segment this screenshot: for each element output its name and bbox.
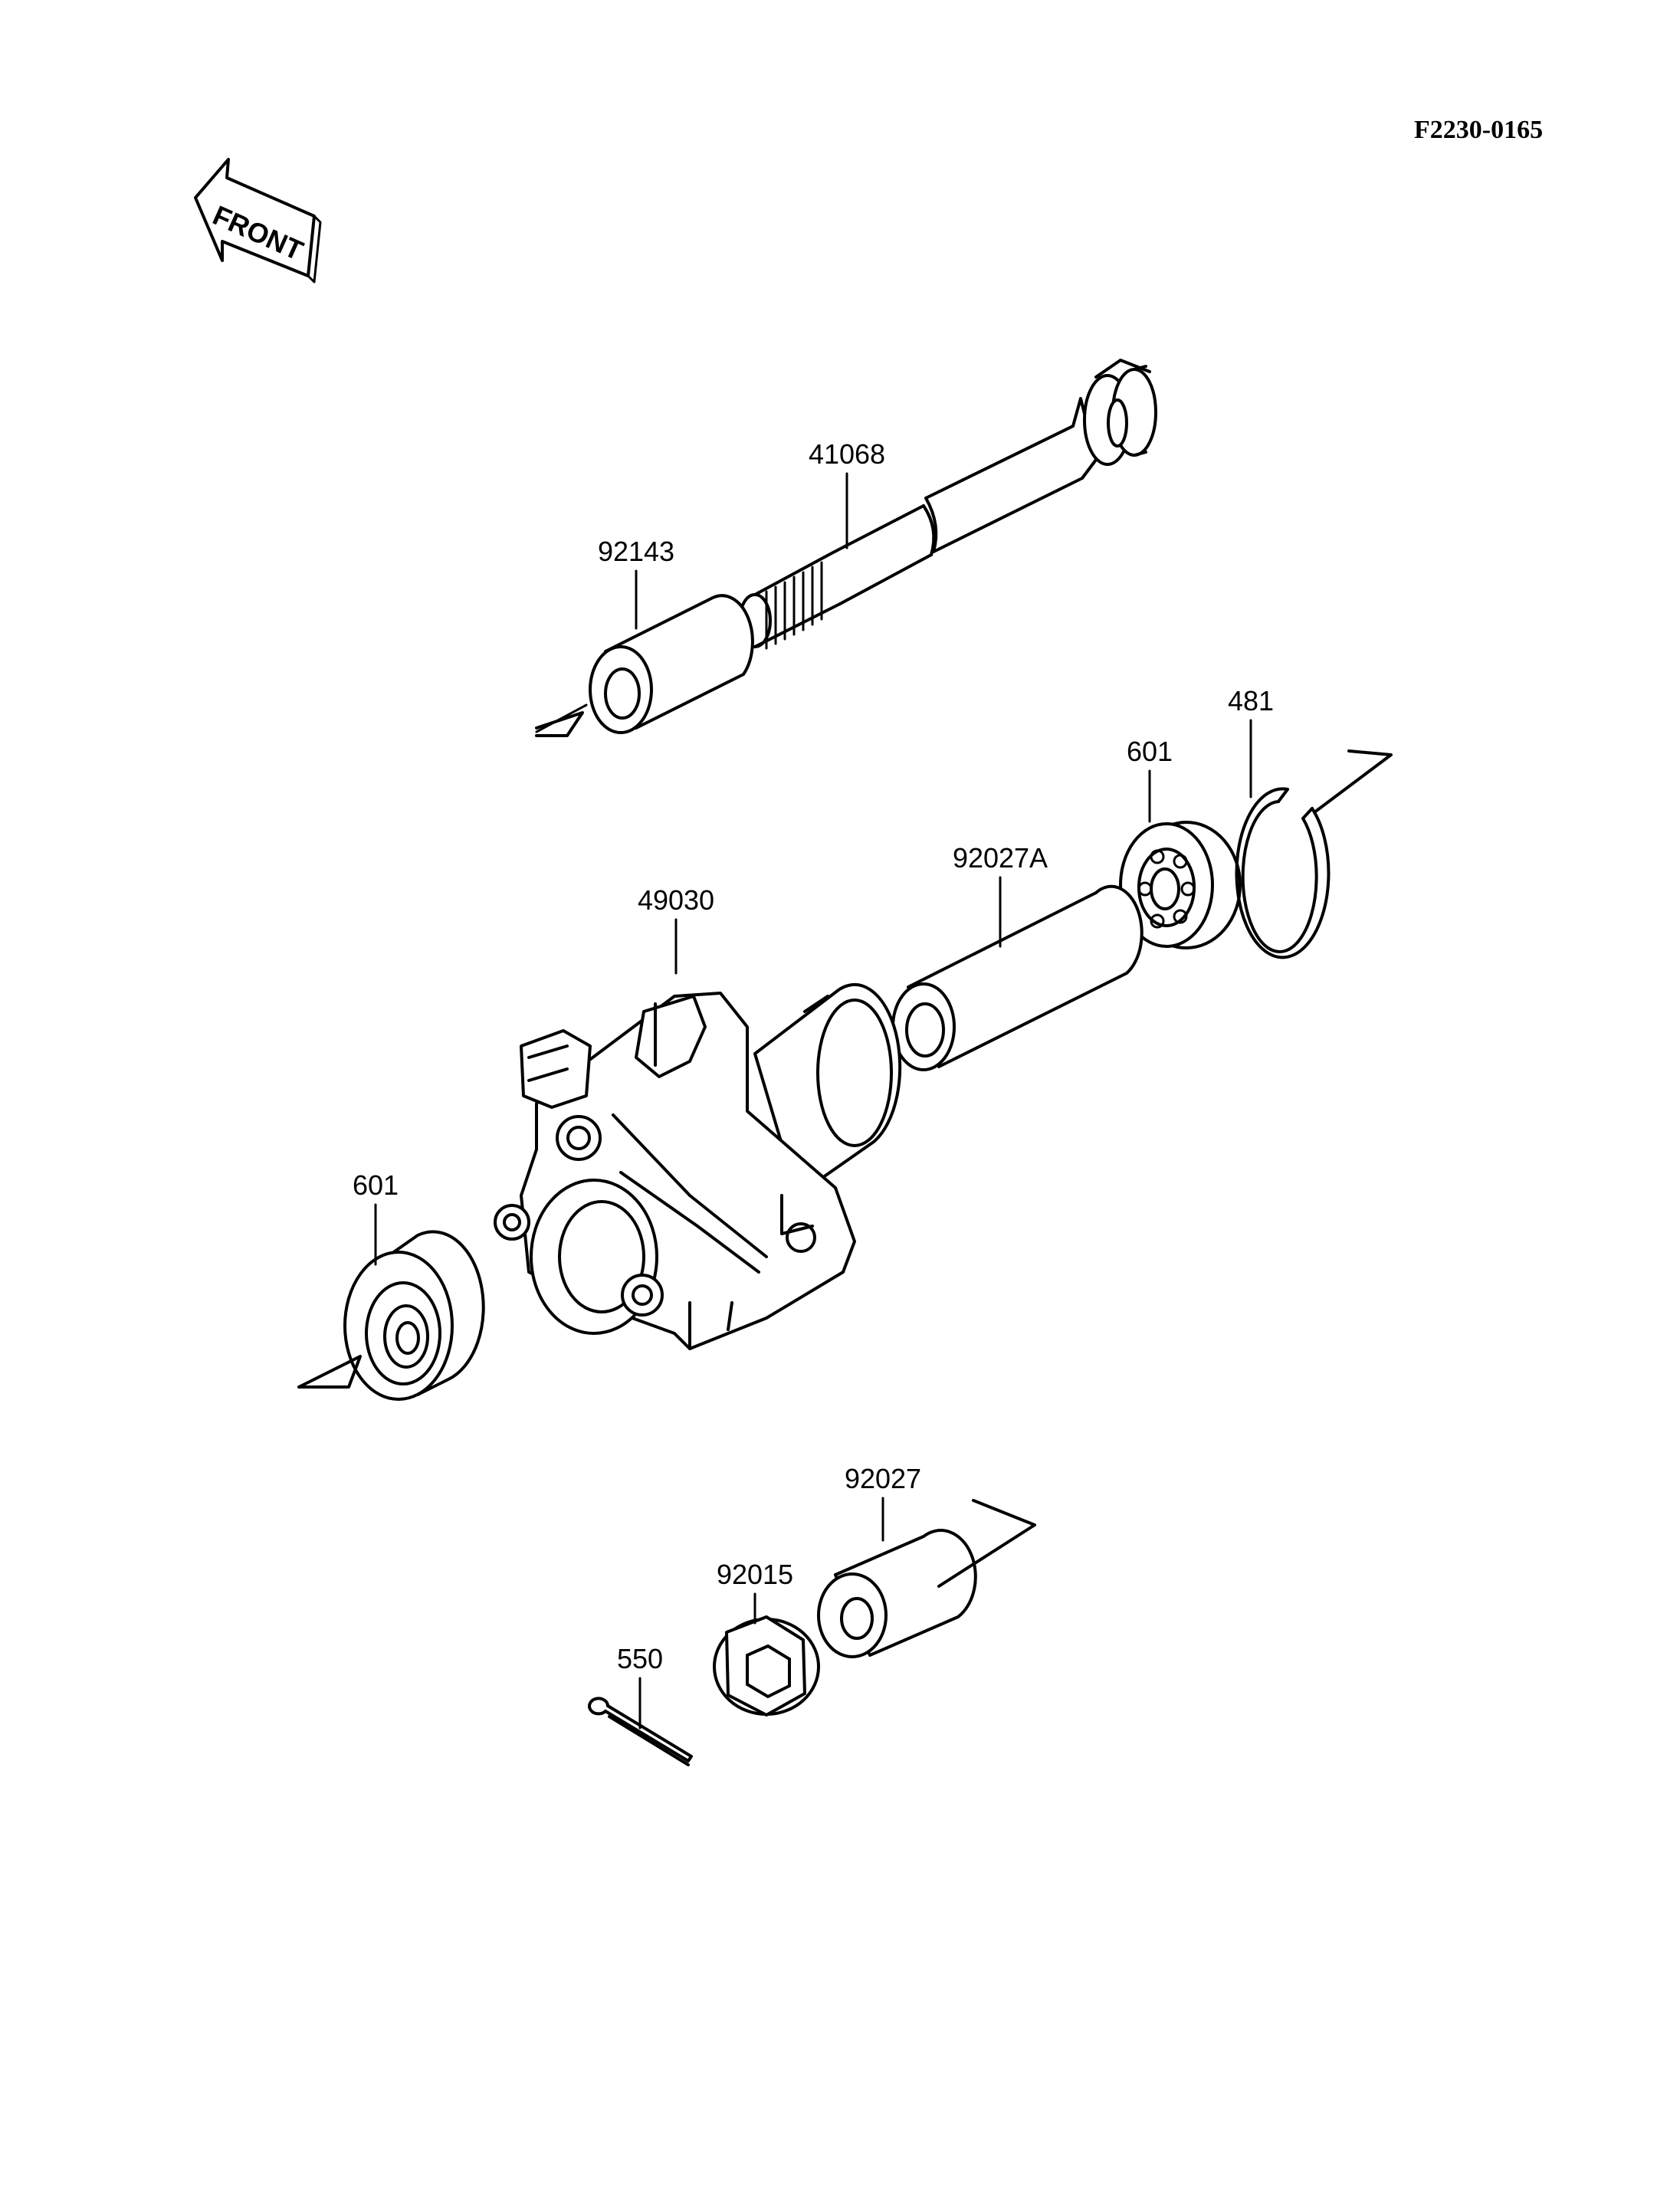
- spacer-92027A: [891, 884, 1144, 1071]
- label-92027: 92027: [845, 1463, 921, 1494]
- bearing-601-lower: [343, 1230, 485, 1401]
- label-601-lower: 601: [353, 1169, 399, 1201]
- label-481: 481: [1228, 685, 1274, 716]
- label-41068: 41068: [809, 438, 885, 470]
- spacer-92027: [817, 1529, 977, 1658]
- circlip-481: [1235, 787, 1331, 959]
- axle-bolt-41068: [738, 359, 1157, 650]
- label-601-upper: 601: [1127, 736, 1173, 767]
- nut-92015: [713, 1615, 820, 1717]
- front-arrow-icon: FRONT: [194, 158, 322, 284]
- collar-92143: [589, 594, 754, 734]
- bearing-601-upper: [1119, 821, 1242, 949]
- label-92143: 92143: [598, 536, 674, 567]
- leader-lines: [374, 472, 1252, 1730]
- label-92015: 92015: [717, 1559, 793, 1590]
- label-49030: 49030: [638, 884, 714, 916]
- label-550: 550: [617, 1643, 663, 1674]
- label-92027A: 92027A: [953, 842, 1048, 874]
- diagram-code: F2230-0165: [1414, 116, 1543, 144]
- cotter-pin-550: [588, 1697, 693, 1766]
- part-labels: 41068 92143 481 601 92027A 49030 601 920…: [353, 438, 1274, 1674]
- reference-lines: [297, 703, 1393, 1588]
- hub-49030: [494, 982, 902, 1350]
